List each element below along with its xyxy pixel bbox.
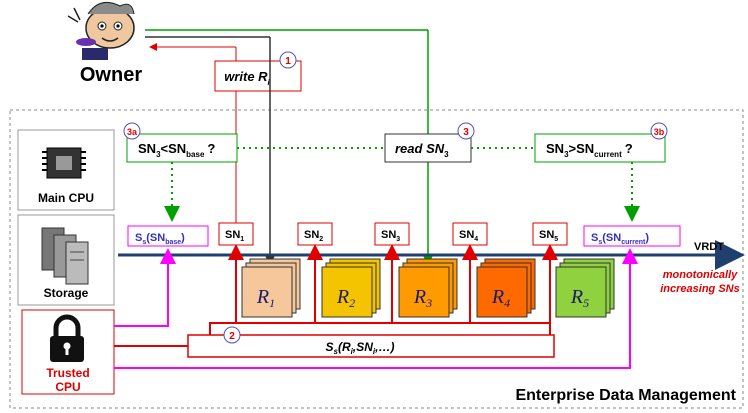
monotonic-line-2: increasing SNs <box>660 283 739 295</box>
check-current-text: SN3>SNcurrent? <box>546 141 633 159</box>
monotonic-line-1: monotonically <box>663 269 738 281</box>
sig-base-box <box>127 225 209 247</box>
check-base-box <box>126 133 238 163</box>
step-2-label: 2 <box>229 331 235 342</box>
record-1: R1 <box>241 258 301 318</box>
record-3: R3 <box>398 258 458 318</box>
check-base-text: SN3<SNbase? <box>138 141 215 159</box>
vrdt-label: VRDT <box>694 241 724 253</box>
record-label-2: R2 <box>336 286 355 310</box>
step-3b-label: 3b <box>654 127 665 137</box>
sig-current-text: Ss(SNcurrent) <box>591 232 649 246</box>
storage-label: Storage <box>44 286 89 300</box>
step-3a-label: 3a <box>127 127 138 137</box>
sn-label-3: SN3 <box>381 229 400 243</box>
records: R1 R2 R3 R4 R5 <box>241 258 615 318</box>
read-box <box>384 133 472 163</box>
record-label-5: R5 <box>570 286 589 310</box>
cpu-chip-icon <box>42 147 86 179</box>
step-3-label: 3 <box>463 127 469 138</box>
step-3-badge <box>457 122 475 140</box>
trusted-label-2: CPU <box>55 380 80 394</box>
sn-label-1: SN1 <box>225 229 244 243</box>
lock-icon <box>50 314 84 362</box>
record-label-4: R4 <box>491 286 510 310</box>
sn-label-4: SN4 <box>459 229 478 243</box>
record-2: R2 <box>321 258 381 318</box>
record-label-3: R3 <box>413 286 432 310</box>
storage-server-icon <box>41 227 89 285</box>
write-label: write Ri <box>224 69 270 87</box>
record-label-1: R1 <box>256 286 275 310</box>
record-5: R5 <box>555 258 615 318</box>
sn-boxes: SN1 SN2 SN3 SN4 SN5 <box>218 222 568 246</box>
read-text: read SN3 <box>395 141 449 159</box>
step-1-label: 1 <box>285 56 291 67</box>
owner-label: Owner <box>80 64 142 86</box>
trusted-label-1: Trusted <box>46 366 89 380</box>
step-3b-badge <box>650 122 668 140</box>
record-4: R4 <box>476 258 536 318</box>
check-current-box <box>534 133 666 163</box>
sig-base-text: Ss(SNbase) <box>135 232 185 246</box>
sn-label-5: SN5 <box>539 229 558 243</box>
step-3a-badge <box>123 122 141 140</box>
owner-avatar-icon <box>67 1 135 60</box>
sn-label-2: SN2 <box>304 229 323 243</box>
step-1-badge <box>279 51 297 69</box>
main-cpu-label: Main CPU <box>38 191 94 205</box>
sig-current-box <box>583 225 681 247</box>
region-title: Enterprise Data Management <box>515 387 736 404</box>
signature-text: Ss(Ri,SNi,…) <box>326 340 395 356</box>
step-2-badge <box>223 326 241 344</box>
